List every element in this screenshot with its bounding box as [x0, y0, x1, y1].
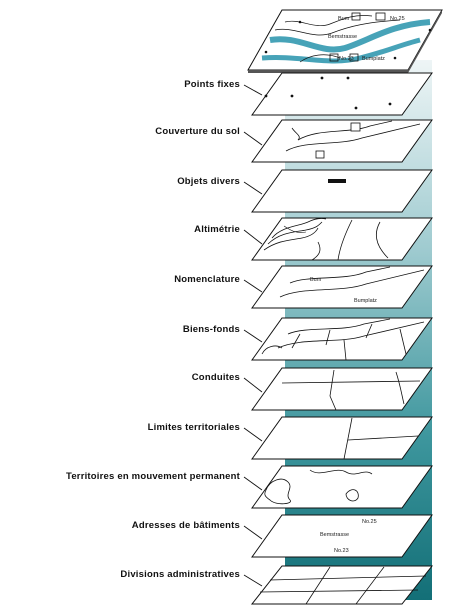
label-limites-territoriales: Limites territoriales — [147, 422, 240, 433]
plane-nomenclature: Bum Bumplatz — [251, 265, 433, 309]
top-label-bumplatz: Bumplatz — [362, 56, 385, 62]
top-label-no23: No.23 — [339, 56, 354, 62]
label-biens-fonds: Biens-fonds — [182, 324, 240, 335]
plane-limites-territoriales — [251, 416, 433, 460]
label-objets-divers: Objets divers — [177, 176, 240, 187]
plane-points-fixes — [251, 72, 433, 116]
plane-conduites — [251, 367, 433, 411]
plane-adresses-de-batiments: No.25 Bemstrasse No.23 — [251, 514, 433, 558]
plane-altimetrie — [251, 217, 433, 261]
top-combined-plane: Bum No.25 Bemstrasse No.23 Bumplatz — [247, 9, 443, 73]
leader-lines — [243, 84, 263, 587]
label-divisions-administratives: Divisions administratives — [120, 569, 240, 580]
label-nomenclature: Nomenclature — [174, 274, 240, 285]
address-label-no25: No.25 — [362, 519, 377, 525]
plane-couverture-du-sol — [251, 119, 433, 163]
plane-territoires-en-mouvement — [251, 465, 433, 509]
nomenclature-label-bum: Bum — [310, 277, 322, 283]
label-adresses-de-batiments: Adresses de bâtiments — [131, 520, 240, 531]
address-label-no23: No.23 — [334, 548, 349, 554]
plane-objets-divers — [251, 169, 433, 213]
plane-divisions-administratives — [250, 565, 434, 605]
top-label-bemstrasse: Bemstrasse — [328, 34, 357, 40]
label-altimetrie: Altimétrie — [194, 224, 240, 235]
label-couverture-du-sol: Couverture du sol — [155, 126, 240, 137]
label-points-fixes: Points fixes — [184, 79, 240, 90]
plane-biens-fonds — [251, 317, 433, 361]
label-conduites: Conduites — [191, 372, 240, 383]
nomenclature-label-bumplatz: Bumplatz — [354, 298, 377, 304]
address-label-bemstrasse: Bemstrasse — [320, 532, 349, 538]
top-label-bum: Bum — [338, 16, 350, 22]
top-label-no25: No.25 — [390, 16, 405, 22]
label-territoires-en-mouvement-permanent: Territoires en mouvement permanent — [66, 471, 240, 482]
